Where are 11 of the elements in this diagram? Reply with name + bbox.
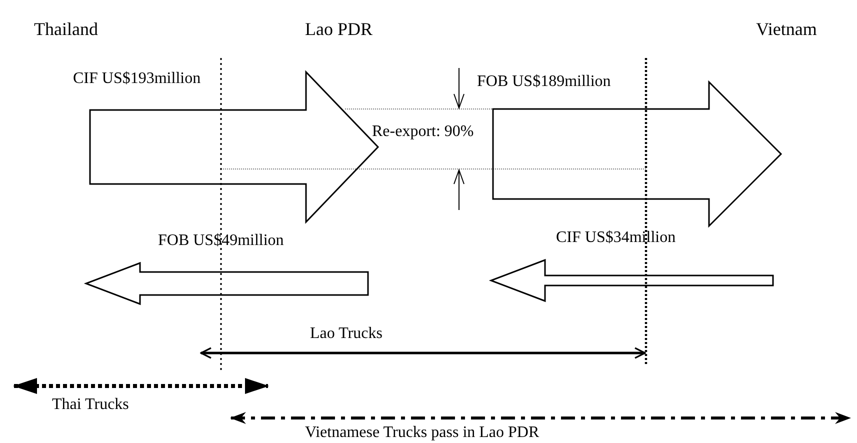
route-label: Lao Trucks: [310, 325, 382, 343]
route-label: Thai Trucks: [52, 396, 129, 414]
value-label: CIF US$34million: [556, 229, 676, 247]
value-label: CIF US$193million: [73, 70, 201, 88]
value-label: FOB US$49million: [158, 232, 284, 250]
percentage-label: Re-export: 90%: [372, 123, 474, 141]
country-label: Lao PDR: [305, 19, 372, 39]
route-label: Vietnamese Trucks pass in Lao PDR: [305, 424, 540, 442]
country-label: Thailand: [34, 19, 98, 39]
value-label: FOB US$189million: [477, 73, 611, 91]
country-label: Vietnam: [756, 19, 817, 39]
